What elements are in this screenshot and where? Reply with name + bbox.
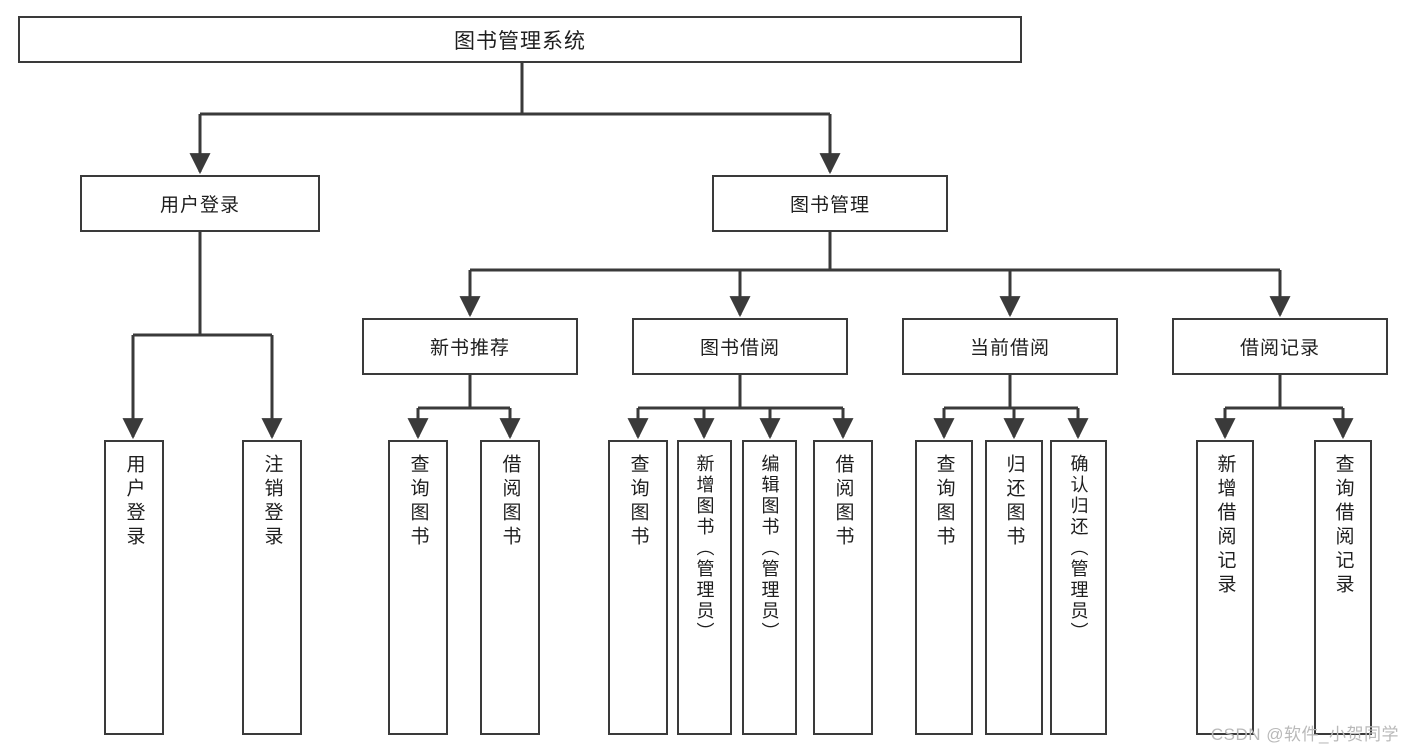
node-current-borrow-label: 当前借阅 xyxy=(969,338,1050,359)
node-leaf-query-book-cur-label: 查询图书 xyxy=(933,454,955,550)
node-leaf-add-book[interactable]: 新增图书（管理员） xyxy=(677,440,732,735)
node-new-book-rec-label: 新书推荐 xyxy=(429,338,510,359)
node-leaf-confirm-return-label: 确认归还（管理员） xyxy=(1068,454,1089,643)
node-leaf-return-book-label: 归还图书 xyxy=(1003,454,1025,550)
node-borrow-record[interactable]: 借阅记录 xyxy=(1172,318,1388,375)
node-leaf-logout-label: 注销登录 xyxy=(261,454,283,550)
node-leaf-user-login-label: 用户登录 xyxy=(123,454,145,550)
node-user-login-label: 用户登录 xyxy=(159,195,240,216)
node-leaf-query-book-label: 查询图书 xyxy=(627,454,649,550)
node-root-label: 图书管理系统 xyxy=(454,29,586,53)
node-leaf-add-record[interactable]: 新增借阅记录 xyxy=(1196,440,1254,735)
node-leaf-query-book-rec-label: 查询图书 xyxy=(407,454,429,550)
node-user-login[interactable]: 用户登录 xyxy=(80,175,320,232)
node-book-manage[interactable]: 图书管理 xyxy=(712,175,948,232)
node-book-manage-label: 图书管理 xyxy=(789,195,870,216)
node-leaf-logout[interactable]: 注销登录 xyxy=(242,440,302,735)
node-new-book-rec[interactable]: 新书推荐 xyxy=(362,318,578,375)
node-book-borrow[interactable]: 图书借阅 xyxy=(632,318,848,375)
csdn-watermark: CSDN @软件_小贺同学 xyxy=(1210,725,1399,744)
node-leaf-query-record-label: 查询借阅记录 xyxy=(1332,454,1354,598)
node-leaf-query-book-rec[interactable]: 查询图书 xyxy=(388,440,448,735)
node-book-borrow-label: 图书借阅 xyxy=(699,338,780,359)
node-leaf-borrow-book[interactable]: 借阅图书 xyxy=(813,440,873,735)
node-leaf-query-book-cur[interactable]: 查询图书 xyxy=(915,440,973,735)
node-borrow-record-label: 借阅记录 xyxy=(1239,338,1320,359)
node-current-borrow[interactable]: 当前借阅 xyxy=(902,318,1118,375)
node-leaf-query-record[interactable]: 查询借阅记录 xyxy=(1314,440,1372,735)
node-leaf-add-record-label: 新增借阅记录 xyxy=(1214,454,1236,598)
node-leaf-edit-book-label: 编辑图书（管理员） xyxy=(759,454,780,643)
node-leaf-query-book[interactable]: 查询图书 xyxy=(608,440,668,735)
node-root[interactable]: 图书管理系统 xyxy=(18,16,1022,63)
node-leaf-borrow-book-rec-label: 借阅图书 xyxy=(499,454,521,550)
node-leaf-add-book-label: 新增图书（管理员） xyxy=(694,454,715,643)
node-leaf-return-book[interactable]: 归还图书 xyxy=(985,440,1043,735)
node-leaf-confirm-return[interactable]: 确认归还（管理员） xyxy=(1050,440,1107,735)
node-leaf-edit-book[interactable]: 编辑图书（管理员） xyxy=(742,440,797,735)
node-leaf-borrow-book-label: 借阅图书 xyxy=(832,454,854,550)
node-leaf-borrow-book-rec[interactable]: 借阅图书 xyxy=(480,440,540,735)
node-leaf-user-login[interactable]: 用户登录 xyxy=(104,440,164,735)
